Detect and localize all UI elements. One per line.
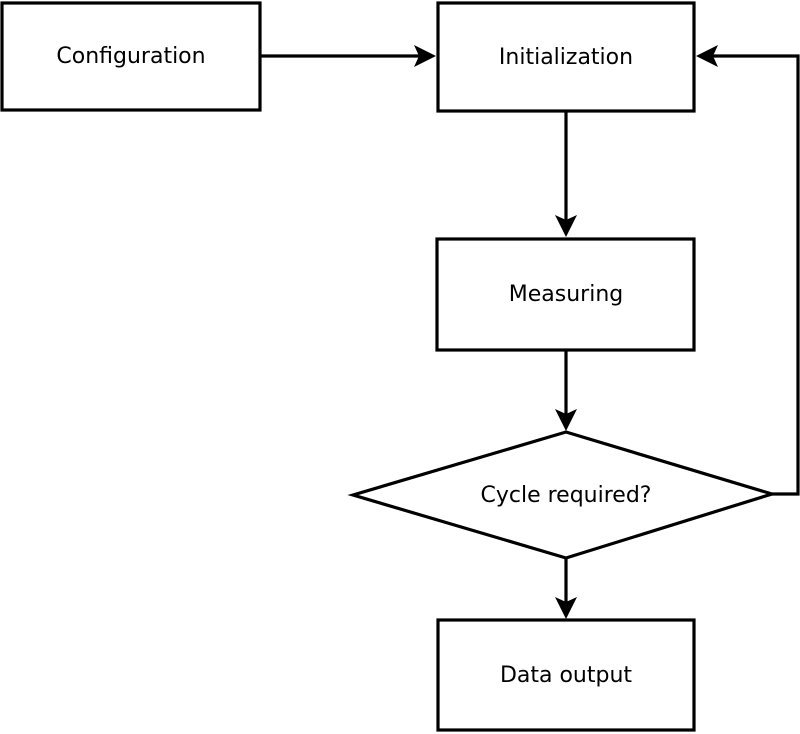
node-data-output-shape[interactable]: [436, 618, 696, 732]
edge-cycle-required-to-initialization-feedback: [696, 45, 800, 496]
node-configuration-label: Configuration: [56, 44, 205, 69]
edge-measuring-to-cycle-required: [555, 350, 577, 431]
node-initialization-label: Initialization: [499, 45, 633, 70]
node-data-output[interactable]: Data output: [436, 618, 696, 732]
edge-layer: [260, 45, 800, 619]
edge-cycle-required-to-initialization-feedback-arrowhead: [696, 45, 718, 67]
edge-cycle-required-to-data-output: [555, 558, 577, 619]
edge-measuring-to-cycle-required-arrowhead: [555, 409, 577, 431]
node-layer: Configuration Initialization Measuring C…: [0, 1, 778, 732]
node-measuring-shape[interactable]: [435, 237, 696, 352]
node-initialization[interactable]: Initialization: [436, 1, 696, 113]
edge-cycle-required-to-initialization-feedback-line: [708, 54, 800, 496]
node-measuring-label: Measuring: [509, 282, 623, 307]
node-measuring[interactable]: Measuring: [435, 237, 696, 352]
node-configuration[interactable]: Configuration: [0, 1, 262, 112]
edge-configuration-to-initialization-arrowhead: [414, 45, 436, 67]
node-cycle-required-label: Cycle required?: [481, 483, 652, 508]
node-data-output-label: Data output: [500, 663, 632, 688]
node-cycle-required-shape[interactable]: [347, 430, 778, 560]
node-initialization-shape[interactable]: [436, 1, 696, 113]
edge-configuration-to-initialization: [260, 45, 436, 67]
edge-initialization-to-measuring-arrowhead: [555, 215, 577, 237]
node-configuration-shape[interactable]: [0, 1, 262, 112]
node-cycle-required[interactable]: Cycle required?: [347, 430, 778, 560]
edge-cycle-required-to-data-output-arrowhead: [555, 597, 577, 619]
edge-initialization-to-measuring: [555, 111, 577, 237]
